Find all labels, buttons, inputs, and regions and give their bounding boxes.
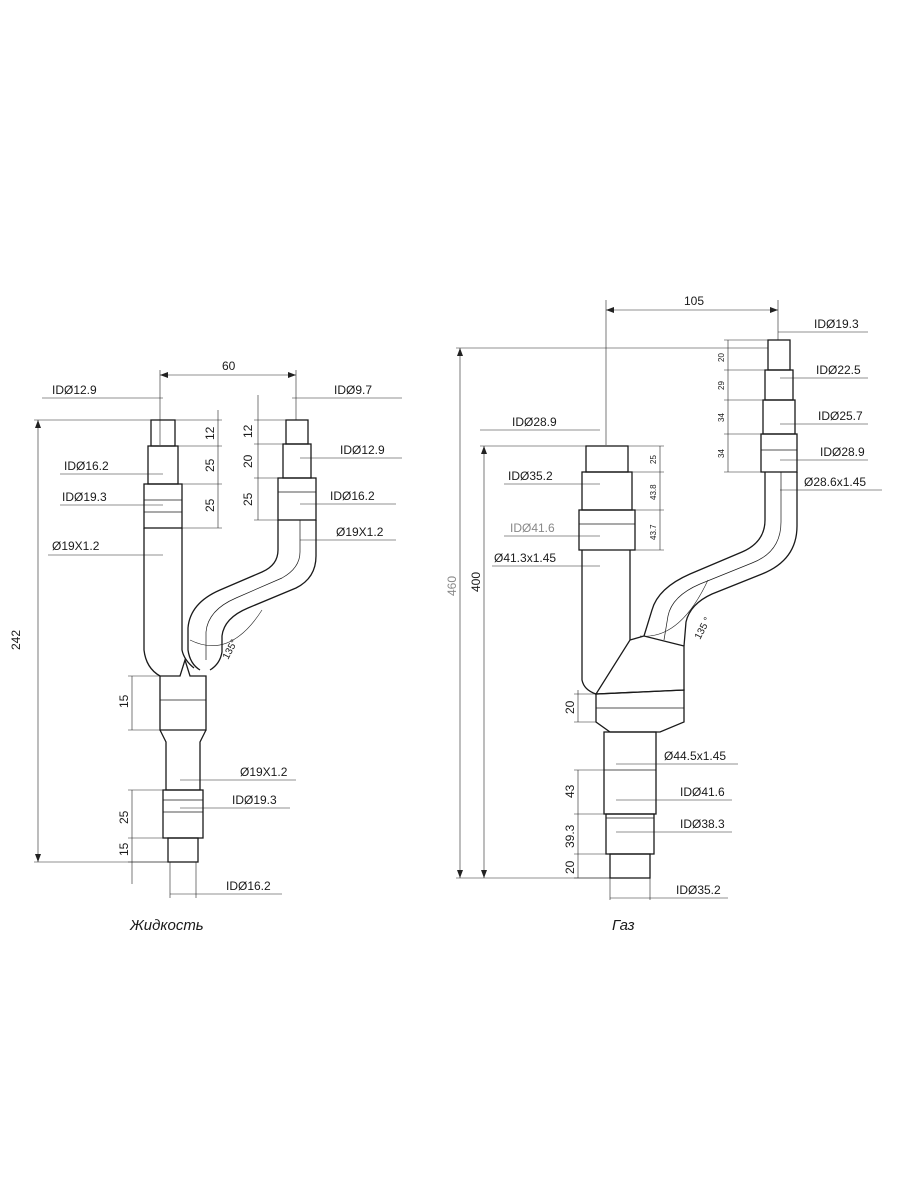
gas-left-branch [578,445,636,695]
liquid-left-seg1: 12 [203,426,217,440]
liquid-right-id-mid: IDØ12.9 [340,443,385,457]
gas-collar: 20 [563,700,577,714]
gas-right-branch [643,339,798,647]
gas-left-seg1: 25 [649,455,658,464]
liquid-bottom-seg-end: 15 [117,842,131,856]
gas-drawing: 105 135 ° [445,294,882,934]
gas-angle: 135 ° [693,616,714,642]
liquid-right-id-low: IDØ16.2 [330,489,375,503]
gas-right-id3: IDØ25.7 [818,409,863,423]
gas-total-height: 460 [445,576,459,596]
gas-bottom-seg3: 20 [563,860,577,874]
gas-right-id2: IDØ22.5 [816,363,861,377]
gas-left-id3: IDØ41.6 [510,521,555,535]
liquid-right-seg3: 25 [241,492,255,506]
liquid-angle: 135° [221,638,240,661]
liquid-collar: 15 [117,694,131,708]
liquid-right-seg2: 20 [241,454,255,468]
gas-inner-height: 400 [469,572,483,592]
gas-bottom-id1: IDØ41.6 [680,785,725,799]
liquid-total-height: 242 [9,630,23,650]
gas-right-id4: IDØ28.9 [820,445,865,459]
gas-right-seg2: 29 [717,381,726,390]
liquid-caption: Жидкость [129,917,204,934]
gas-right-pipe: Ø28.6x1.45 [804,475,866,489]
gas-right-id1: IDØ19.3 [814,317,859,331]
gas-top-span: 105 [684,294,704,308]
liquid-right-seg1: 12 [241,424,255,438]
gas-bottom-seg2: 39.3 [563,824,577,848]
liquid-left-id-top: IDØ12.9 [52,383,97,397]
liquid-bottom-seg-mid: 25 [117,810,131,824]
gas-bottom-id3: IDØ35.2 [676,883,721,897]
gas-bottom-pipe: Ø44.5x1.45 [664,749,726,763]
liquid-top-span: 60 [222,359,236,373]
gas-right-seg1: 20 [717,353,726,362]
gas-right-seg4: 34 [717,449,726,458]
gas-left-id1: IDØ28.9 [512,415,557,429]
liquid-drawing: 60 135° [9,359,402,934]
gas-bottom-seg1: 43 [563,784,577,798]
gas-left-id2: IDØ35.2 [508,469,553,483]
liquid-bottom-id-mid: IDØ19.3 [232,793,277,807]
gas-left-pipe: Ø41.3x1.45 [494,551,556,565]
gas-caption: Газ [612,917,635,934]
liquid-right-id-top: IDØ9.7 [334,383,372,397]
liquid-right-pipe: Ø19X1.2 [336,525,384,539]
gas-right-seg3: 34 [717,413,726,422]
liquid-left-seg3: 25 [203,498,217,512]
gas-bottom-id2: IDØ38.3 [680,817,725,831]
gas-left-seg3: 43.7 [649,524,658,540]
gas-left-seg2: 43.8 [649,484,658,500]
liquid-left-branch [143,419,195,677]
liquid-bottom-id-end: IDØ16.2 [226,879,271,893]
liquid-left-id-mid: IDØ16.2 [64,459,109,473]
liquid-left-seg2: 25 [203,458,217,472]
liquid-left-pipe: Ø19X1.2 [52,539,100,553]
liquid-left-id-low: IDØ19.3 [62,490,107,504]
liquid-bottom-pipe: Ø19X1.2 [240,765,288,779]
liquid-right-branch [187,419,317,671]
